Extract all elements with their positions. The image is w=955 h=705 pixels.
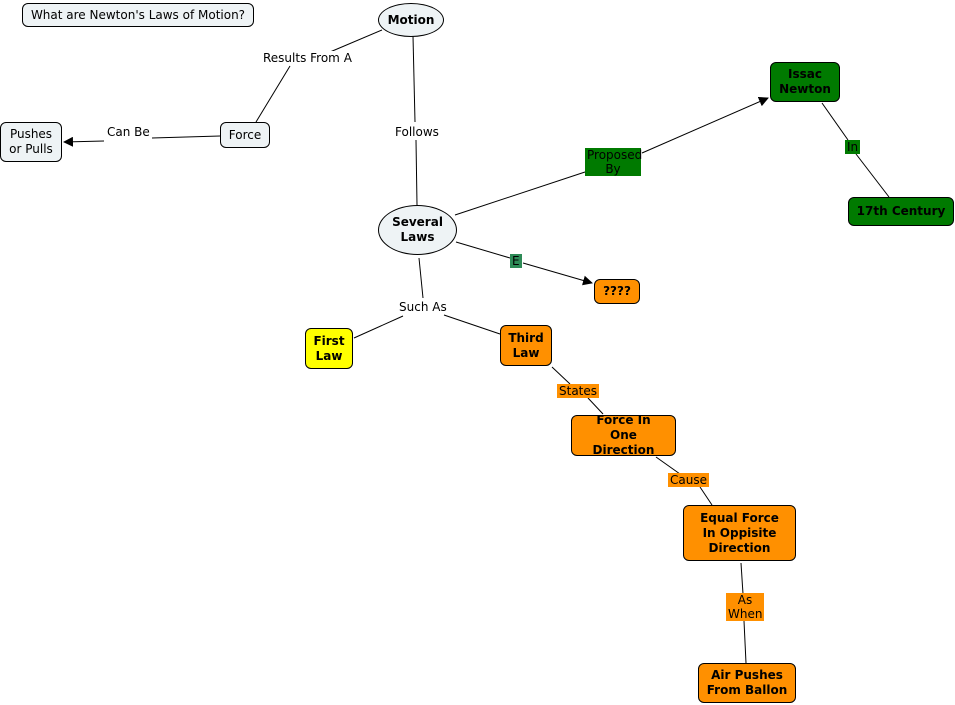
line-laws-suchas [418,257,424,299]
line-third-states [551,366,571,385]
line-newton-in [821,102,849,141]
link-results-from-a[interactable]: Results From A [261,51,354,65]
line-cause-equal [699,486,713,506]
concept-force-one-direction[interactable]: Force In One Direction [571,413,676,457]
line-results-force [255,65,291,123]
line-force-canbe [151,135,221,139]
concept-several-laws[interactable]: Several Laws [378,205,457,255]
link-in[interactable]: In [845,140,861,154]
concept-issac-newton[interactable]: Issac Newton [770,62,840,102]
line-motion-follows [412,35,416,123]
link-cause[interactable]: Cause [668,473,709,487]
concept-pushes-or-pulls[interactable]: Pushes or Pulls [0,122,62,162]
line-suchas-first [353,315,404,339]
focus-question[interactable]: What are Newton's Laws of Motion? [22,3,254,27]
link-can-be[interactable]: Can Be [105,125,152,139]
link-as-when[interactable]: As When [726,593,764,621]
link-e[interactable]: E [510,254,522,268]
concept-17th-century[interactable]: 17th Century [848,197,954,226]
link-such-as[interactable]: Such As [397,300,449,314]
line-canbe-pushes [63,136,105,147]
concept-motion[interactable]: Motion [378,3,444,37]
line-follows-laws [415,139,418,206]
link-follows[interactable]: Follows [393,125,441,139]
line-e-unknown [522,262,593,286]
line-motion-results [329,29,383,53]
concept-third-law[interactable]: Third Law [500,325,552,366]
concept-air-pushes[interactable]: Air Pushes From Ballon [698,663,796,703]
line-aswhen-air [743,620,747,664]
line-in-century [855,153,890,198]
line-proposed-newton [641,97,769,154]
line-force-cause [655,456,681,475]
concept-first-law[interactable]: First Law [305,328,353,369]
link-states[interactable]: States [557,384,600,398]
concept-force[interactable]: Force [220,122,270,148]
concept-unknown[interactable]: ???? [594,279,640,304]
line-states-force [587,397,604,415]
line-suchas-third [443,314,501,335]
line-equal-aswhen [740,562,744,595]
line-laws-e [455,241,511,259]
link-proposed-by[interactable]: Proposed By [585,148,643,176]
line-laws-proposed [454,171,586,216]
concept-equal-force[interactable]: Equal Force In Oppisite Direction [683,505,796,561]
